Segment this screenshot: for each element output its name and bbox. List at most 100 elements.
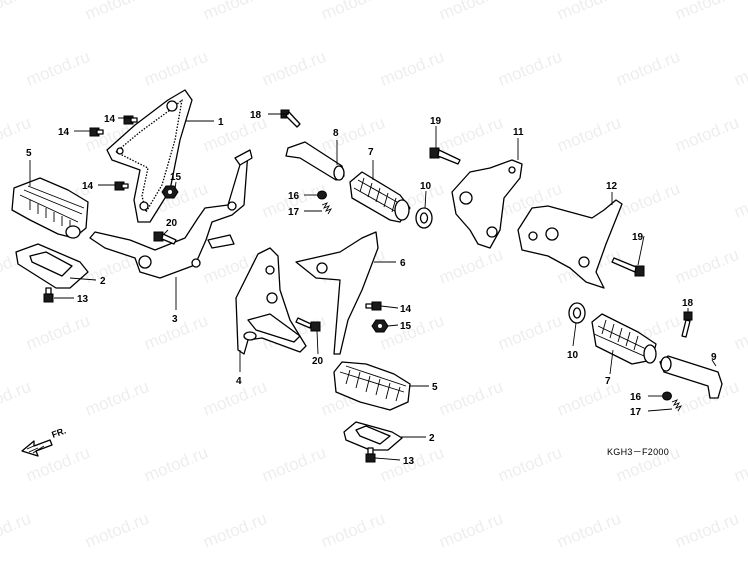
passenger-bracket-right [451,159,523,249]
callout-13: 13 [77,294,89,305]
watermark-text: motod.ru [731,443,748,486]
callout-17: 17 [288,207,300,218]
callout-7: 7 [368,147,374,158]
callout-2: 2 [429,433,435,444]
nut-icon [161,185,179,199]
watermark-text: motod.ru [200,0,269,24]
front-direction-arrow-icon: FR. [21,426,67,457]
watermark-text: motod.ru [0,0,34,24]
bolt-icon [365,447,376,463]
watermark-text: motod.ru [141,47,210,90]
callout-20: 20 [312,356,324,367]
watermark-text: motod.ru [0,509,34,552]
callout-15: 15 [170,172,182,183]
watermark-text: motod.ru [436,245,505,288]
callout-11: 11 [513,127,524,138]
callout-12: 12 [606,181,618,192]
bolt-icon [365,301,382,311]
callout-5: 5 [432,382,438,393]
callout-13: 13 [403,456,415,467]
callout-5: 5 [26,148,32,159]
bolt-icon [43,287,54,303]
callout-20: 20 [166,218,178,229]
callout-16: 16 [288,191,300,202]
watermark-text: motod.ru [141,443,210,486]
watermark-text: motod.ru [554,377,623,420]
clevis-pin-icon [280,109,301,128]
callout-17: 17 [630,407,642,418]
watermark-text: motod.ru [495,311,564,354]
bolt-icon [114,181,129,191]
callout-18: 18 [682,298,694,309]
footpeg-plate-lower [343,421,403,451]
footpeg-rubber-upper [349,171,411,223]
callout-10: 10 [420,181,432,192]
step-bracket-left [89,149,253,279]
watermark-text: motod.ru [554,113,623,156]
watermark-text: motod.ru [23,311,92,354]
nut-icon [371,319,389,333]
bolt-icon [429,147,461,165]
callout-6: 6 [400,258,406,269]
callout-2: 2 [100,276,106,287]
bolt-icon [611,257,645,277]
watermark-text: motod.ru [495,443,564,486]
washer-icon [317,190,327,200]
footpeg-arm-right [659,355,723,399]
bolt-icon [295,317,321,332]
footpeg-rubber-left [11,177,89,239]
callout-14: 14 [104,114,116,125]
watermark-text: motod.ru [0,377,34,420]
callout-14: 14 [82,181,94,192]
step-bracket-main-right [235,247,307,355]
watermark-text: motod.ru [82,377,151,420]
watermark-text: motod.ru [82,509,151,552]
step-bracket-right [517,199,623,289]
watermark-text: motod.ru [731,47,748,90]
footpeg-rubber-lower [333,361,411,411]
washer-upper [415,207,433,229]
watermark-text: motod.ru [554,509,623,552]
callout-8: 8 [333,128,339,139]
callout-3: 3 [172,314,178,325]
watermark-text: motod.ru [436,0,505,24]
callout-9: 9 [711,352,717,363]
callout-10: 10 [567,350,579,361]
bolt-icon [89,127,104,137]
watermark-text: motod.ru [259,47,328,90]
footpeg-pin [285,141,345,181]
callout-15: 15 [400,321,412,332]
watermark-text: motod.ru [436,509,505,552]
bolt-icon [153,231,177,245]
callout-7: 7 [605,376,611,387]
watermark-text: motod.ru [731,179,748,222]
washer-icon [662,391,672,401]
watermark-text: motod.ru [554,0,623,24]
direction-label: FR. [50,426,67,440]
callout-14: 14 [58,127,70,138]
watermark-text: motod.ru [318,113,387,156]
callout-16: 16 [630,392,642,403]
watermark-text: motod.ru [318,0,387,24]
callout-19: 19 [430,116,442,127]
diagram-code: KGH3－F2000 [607,447,669,457]
footpeg-plate-left [15,243,89,289]
watermark-text: motod.ru [436,113,505,156]
watermark-text: motod.ru [377,47,446,90]
watermark-text: motod.ru [672,245,741,288]
spring-icon [321,202,333,215]
callout-19: 19 [632,232,644,243]
watermark-text: motod.ru [377,311,446,354]
spring-icon [671,399,683,412]
watermark-text: motod.ru [613,179,682,222]
callout-14: 14 [400,304,412,315]
fasteners [43,109,693,463]
callout-1: 1 [218,117,224,128]
watermark-text: motod.ru [495,47,564,90]
washer-lower [568,302,586,324]
leader-lines [29,113,717,461]
watermark-text: motod.ru [318,509,387,552]
watermark-text: motod.ru [23,47,92,90]
watermark-text: motod.ru [200,509,269,552]
